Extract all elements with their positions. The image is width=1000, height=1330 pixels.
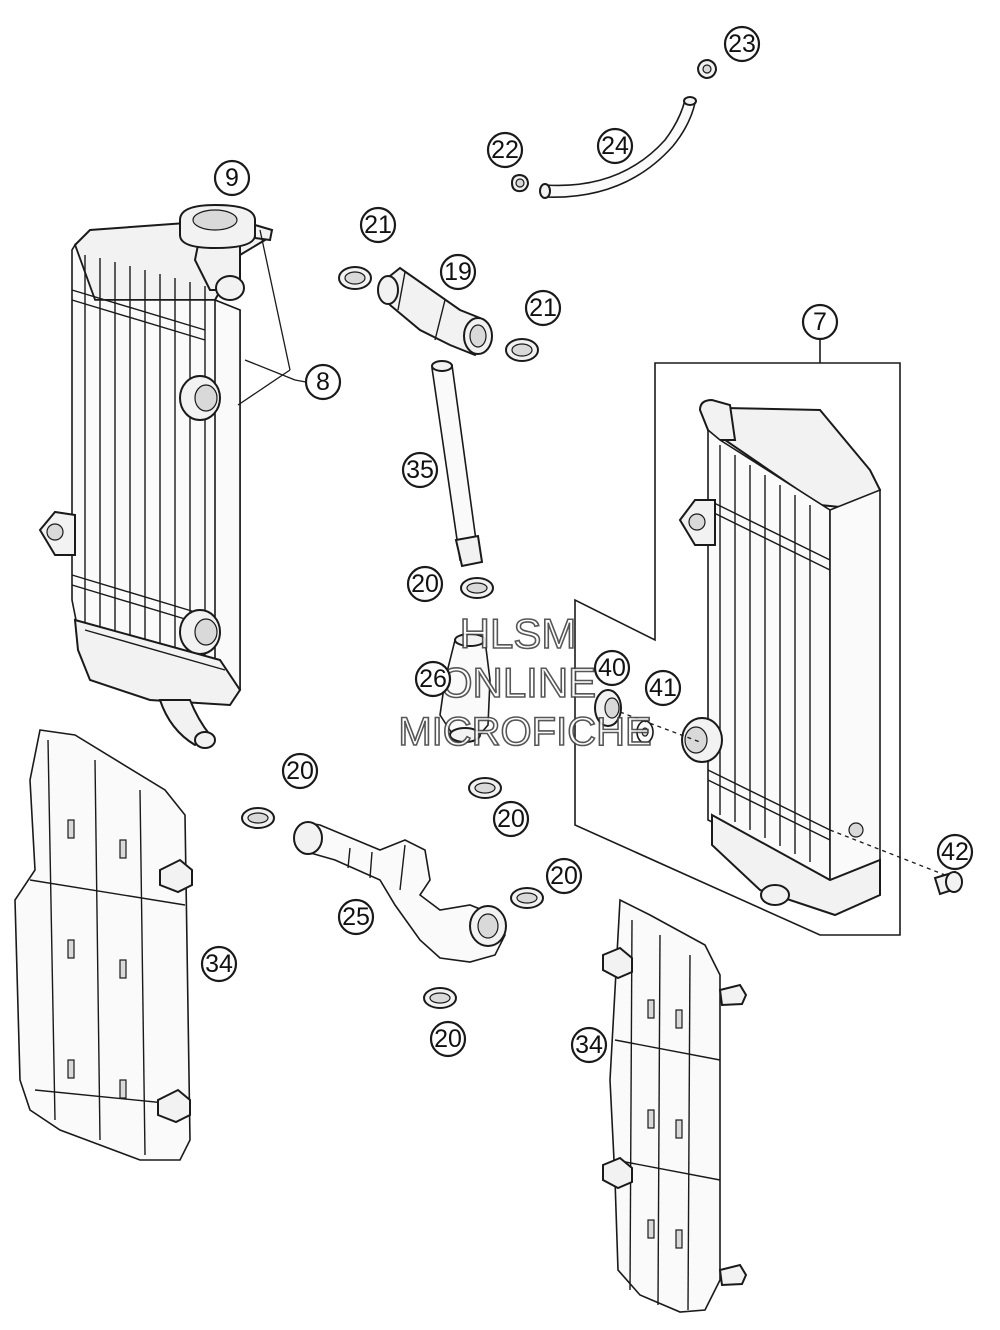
- clamp-20-right: [510, 887, 544, 909]
- grommet-40: [594, 689, 622, 727]
- callout-label-20-bottom: 20: [434, 1025, 462, 1053]
- washer-41: [636, 720, 654, 744]
- callout-label-35: 35: [406, 456, 434, 484]
- callout-35: 35: [401, 451, 439, 489]
- callout-41: 41: [644, 669, 682, 707]
- clamp-22: [510, 173, 530, 193]
- frame-7: [574, 340, 901, 936]
- callout-42: 42: [936, 833, 974, 871]
- callout-20-bottom: 20: [429, 1020, 467, 1058]
- hose-26: [439, 633, 491, 743]
- callout-label-9: 9: [225, 164, 239, 192]
- callout-label-40: 40: [598, 654, 626, 682]
- clamp-23: [696, 58, 718, 80]
- clamp-20-left: [241, 807, 275, 829]
- callout-label-8: 8: [316, 368, 330, 396]
- pipe-35: [431, 360, 484, 568]
- left-radiator: [38, 203, 274, 749]
- watermark-line3: MICROFICHE: [398, 710, 651, 754]
- watermark-line2: ONLINE: [440, 659, 596, 706]
- callout-9: 9: [213, 159, 251, 197]
- callout-20-left: 20: [281, 752, 319, 790]
- callout-label-19: 19: [444, 258, 472, 286]
- callout-label-20-right: 20: [550, 862, 578, 890]
- callout-8: 8: [304, 363, 342, 401]
- leader-8: [244, 359, 296, 381]
- callout-label-20-mid: 20: [497, 805, 525, 833]
- clamp-21-right: [505, 338, 539, 362]
- callout-34-right: 34: [570, 1026, 608, 1064]
- clamp-20-top: [460, 577, 494, 599]
- callout-label-26: 26: [419, 665, 447, 693]
- callout-label-20-left: 20: [286, 757, 314, 785]
- clamp-20-bottom: [423, 987, 457, 1009]
- callout-20-right: 20: [545, 857, 583, 895]
- callout-26: 26: [414, 660, 452, 698]
- callout-label-34-right: 34: [575, 1031, 603, 1059]
- callout-19: 19: [439, 253, 477, 291]
- callout-label-25: 25: [342, 903, 370, 931]
- callout-label-7: 7: [813, 308, 827, 336]
- watermark-line1: HLSM: [460, 610, 577, 657]
- shroud-34-right: [602, 898, 748, 1313]
- hose-25: [293, 821, 507, 963]
- callout-34-left: 34: [200, 945, 238, 983]
- callout-label-21-right: 21: [529, 294, 557, 322]
- callout-label-24: 24: [601, 132, 629, 160]
- callout-40: 40: [593, 649, 631, 687]
- callout-21-right: 21: [524, 289, 562, 327]
- callout-23: 23: [723, 25, 761, 63]
- callout-label-22: 22: [491, 136, 519, 164]
- callout-21-left: 21: [359, 206, 397, 244]
- callout-label-21-left: 21: [364, 211, 392, 239]
- callout-22: 22: [486, 131, 524, 169]
- callout-20-mid: 20: [492, 800, 530, 838]
- callout-25: 25: [337, 898, 375, 936]
- callout-label-42: 42: [941, 838, 969, 866]
- t-piece-19: [377, 266, 493, 357]
- callout-label-41: 41: [649, 674, 677, 702]
- watermark: HLSM ONLINE MICROFICHE: [398, 609, 653, 755]
- callout-24: 24: [596, 127, 634, 165]
- callout-label-34-left: 34: [205, 950, 233, 978]
- right-radiator: [678, 398, 882, 917]
- callout-7: 7: [801, 303, 839, 341]
- shroud-34-left: [14, 729, 193, 1161]
- overflow-hose-24: [539, 96, 697, 199]
- clamp-21-left: [338, 266, 372, 290]
- bolt-42: [933, 870, 963, 896]
- callout-20-top: 20: [406, 565, 444, 603]
- clamp-20-mid: [468, 777, 502, 799]
- callout-label-23: 23: [728, 30, 756, 58]
- callout-label-20-top: 20: [411, 570, 439, 598]
